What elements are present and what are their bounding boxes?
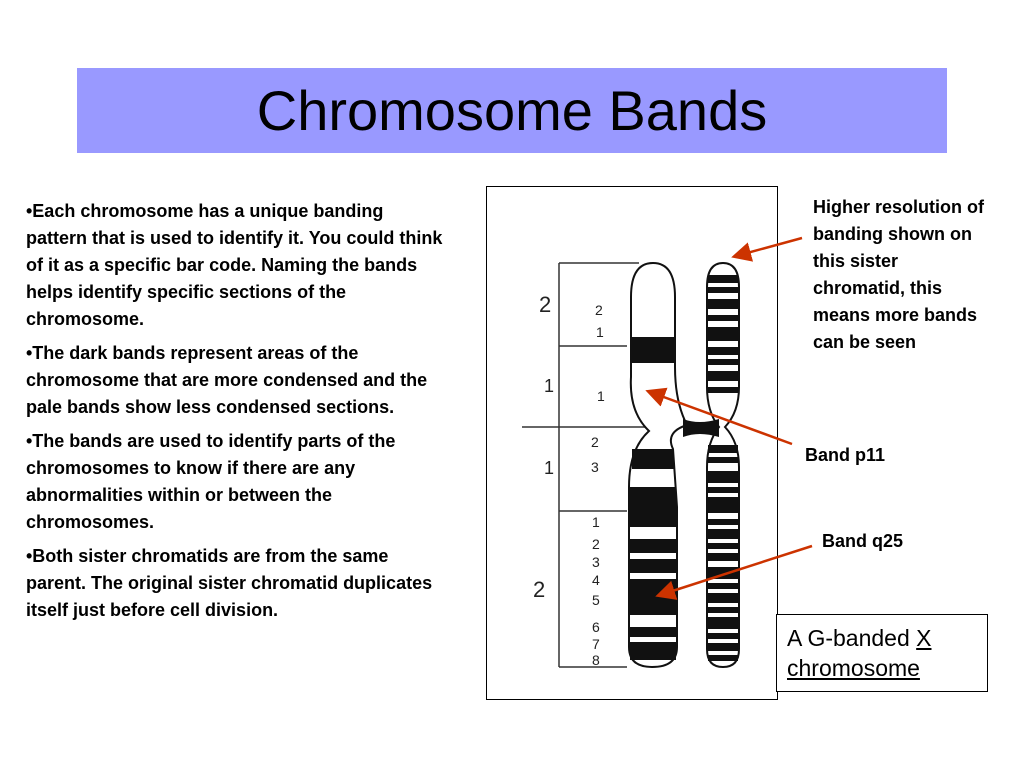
chromatid-band bbox=[708, 471, 738, 483]
chromatid-band bbox=[708, 359, 738, 365]
chromosome-figure: 2 1 1 2 2 1 1 2 3 1 2 3 4 5 6 7 8 bbox=[486, 186, 778, 700]
chromatid-band bbox=[708, 457, 738, 463]
band-number: 3 bbox=[591, 459, 599, 475]
band-number-column: 2 1 1 2 3 1 2 3 4 5 6 7 8 bbox=[591, 302, 605, 668]
chromatid-band bbox=[708, 633, 738, 639]
band-number: 1 bbox=[592, 514, 600, 530]
band-number: 3 bbox=[592, 554, 600, 570]
band-number: 8 bbox=[592, 652, 600, 668]
region-brackets bbox=[522, 262, 663, 668]
band-number: 6 bbox=[592, 619, 600, 635]
region-label-q1: 1 bbox=[544, 458, 554, 478]
band-number: 2 bbox=[591, 434, 599, 450]
chromatid-band bbox=[708, 327, 738, 341]
bullet-item: •The dark bands represent areas of the c… bbox=[26, 343, 428, 417]
chromatid-band bbox=[708, 553, 738, 561]
chromatid-band bbox=[708, 445, 738, 453]
chromatid-band bbox=[708, 315, 738, 321]
annotation-band-p11: Band p11 bbox=[805, 445, 886, 465]
chromatid-band bbox=[708, 655, 738, 661]
chromatid-band bbox=[708, 519, 738, 525]
slide-title: Chromosome Bands bbox=[256, 79, 768, 142]
annotation-band-q25: Band q25 bbox=[822, 531, 904, 551]
band-number: 7 bbox=[592, 636, 600, 652]
chromatid-band bbox=[708, 543, 738, 549]
band-number: 5 bbox=[592, 592, 600, 608]
figure-caption: A G-banded X chromosome bbox=[776, 614, 988, 692]
chromatid-band bbox=[708, 497, 738, 513]
caption-word: chromosome bbox=[787, 655, 920, 681]
chromosome-diagram: 2 1 1 2 2 1 1 2 3 1 2 3 4 5 6 7 8 bbox=[522, 261, 740, 669]
caption-prefix: A G-banded bbox=[787, 625, 917, 651]
band-number: 4 bbox=[592, 572, 600, 588]
chromatid-band bbox=[708, 371, 738, 381]
band-number: 1 bbox=[597, 388, 605, 404]
chromatid-band bbox=[708, 593, 738, 603]
region-label-p1: 1 bbox=[544, 376, 554, 396]
chromatid-band bbox=[708, 567, 738, 579]
chromatid-band bbox=[708, 275, 738, 283]
region-label-p2: 2 bbox=[539, 292, 551, 317]
chromatid-band bbox=[708, 287, 738, 293]
band-number: 2 bbox=[592, 536, 600, 552]
bullet-item: •Each chromosome has a unique banding pa… bbox=[26, 201, 443, 329]
chromatid-band bbox=[708, 607, 738, 613]
chromatid-band bbox=[708, 299, 738, 309]
bullet-item: •The bands are used to identify parts of… bbox=[26, 431, 396, 532]
chromatid-band bbox=[708, 617, 738, 629]
band-number: 2 bbox=[595, 302, 603, 318]
caption-x: X bbox=[916, 625, 932, 651]
bullet-list: •Each chromosome has a unique banding pa… bbox=[26, 198, 446, 631]
chromatid-band bbox=[708, 487, 738, 493]
title-bar: Chromosome Bands bbox=[77, 68, 947, 153]
bullet-item: •Both sister chromatids are from the sam… bbox=[26, 546, 433, 620]
band-number: 1 bbox=[596, 324, 604, 340]
chromatid-band bbox=[708, 347, 738, 355]
chromatid-band bbox=[708, 643, 738, 651]
region-label-q2: 2 bbox=[533, 577, 545, 602]
left-chromatid bbox=[628, 261, 689, 669]
chromatid-band bbox=[708, 583, 738, 589]
right-chromatid bbox=[706, 261, 740, 669]
centromere bbox=[683, 419, 719, 437]
annotation-higher-resolution: Higher resolution of banding shown on th… bbox=[813, 197, 984, 352]
chromatid-band bbox=[708, 529, 738, 539]
chromatid-band bbox=[708, 387, 738, 393]
